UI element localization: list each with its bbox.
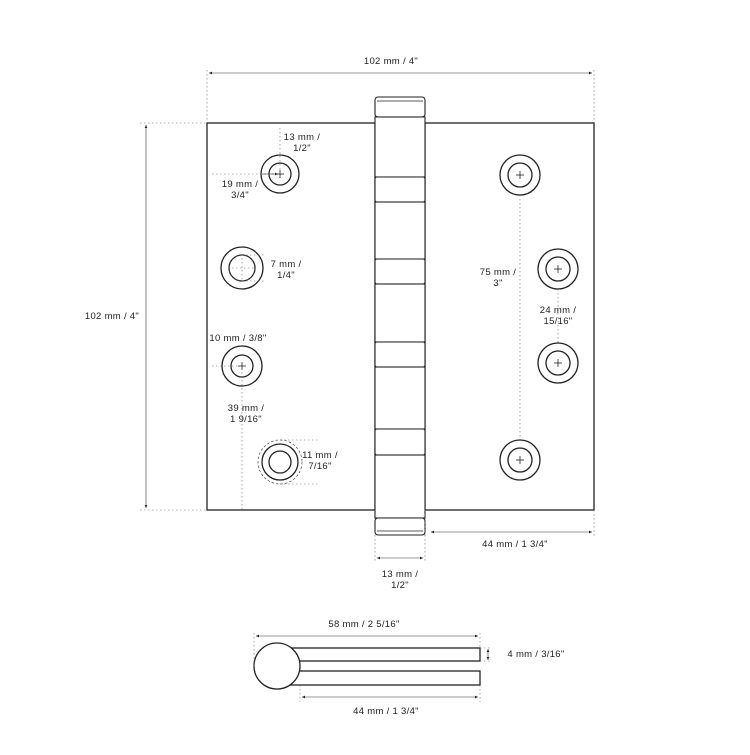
svg-text:1/4": 1/4" [277, 270, 295, 281]
hinge-left-leaf [206, 122, 376, 511]
dimension-side-thickness: 4 mm / 3/16" [480, 647, 564, 662]
hinge-right-leaf [424, 122, 595, 511]
dimension-hole-75mm: 75 mm / 3" [480, 195, 521, 440]
svg-text:1/2": 1/2" [293, 143, 311, 154]
dimension-hole-11mm: 11 mm / 7/16" [280, 439, 338, 485]
svg-text:15/16": 15/16" [544, 316, 573, 327]
svg-text:13 mm /: 13 mm / [382, 569, 418, 580]
overall-height-label: 102 mm / 4" [85, 311, 139, 322]
svg-text:24 mm /: 24 mm / [540, 305, 576, 316]
overall-width-label: 102 mm / 4" [364, 56, 418, 67]
hinge-knuckle-barrel [374, 96, 426, 536]
svg-text:58 mm / 2 5/16": 58 mm / 2 5/16" [328, 619, 399, 630]
svg-text:3": 3" [493, 278, 502, 289]
dimension-side-length: 58 mm / 2 5/16" [253, 619, 481, 666]
dimension-hole-10mm: 10 mm / 3/8" [209, 333, 266, 367]
hinge-side-view [253, 642, 481, 690]
screw-hole-left-4 [257, 439, 303, 485]
dimension-leaf-width: 44 mm / 1 3/4" [424, 510, 595, 550]
dimension-hole-24mm: 24 mm / 15/16" [540, 289, 576, 343]
svg-text:3/4": 3/4" [231, 190, 249, 201]
dimension-hole-7mm: 7 mm / 1/4" [242, 254, 302, 282]
dimension-knuckle-width: 13 mm / 1/2" [374, 535, 426, 591]
svg-text:19 mm /: 19 mm / [222, 179, 258, 190]
svg-text:44 mm / 1 3/4": 44 mm / 1 3/4" [353, 706, 419, 717]
svg-text:1/2": 1/2" [391, 580, 409, 591]
dimension-side-leaf: 44 mm / 1 3/4" [299, 685, 481, 717]
svg-text:75 mm /: 75 mm / [480, 267, 516, 278]
svg-text:44 mm / 1 3/4": 44 mm / 1 3/4" [482, 539, 548, 550]
dimension-hole-39mm: 39 mm / 1 9/16" [228, 368, 264, 510]
svg-text:39 mm /: 39 mm / [228, 403, 264, 414]
dimension-hole-13mm: 13 mm / 1/2" [279, 128, 320, 174]
dimension-overall-width: 102 mm / 4" [206, 56, 595, 123]
svg-text:1 9/16": 1 9/16" [230, 414, 262, 425]
svg-text:4 mm / 3/16": 4 mm / 3/16" [507, 649, 564, 660]
screw-hole-right-3 [537, 342, 579, 384]
svg-text:7 mm /: 7 mm / [271, 259, 302, 270]
svg-text:11 mm /: 11 mm / [302, 450, 338, 461]
svg-text:10 mm / 3/8": 10 mm / 3/8" [209, 333, 266, 344]
svg-text:13 mm /: 13 mm / [284, 132, 320, 143]
dimension-hole-19mm: 19 mm / 3/4" [212, 172, 278, 201]
svg-text:7/16": 7/16" [308, 461, 331, 472]
dimension-overall-height: 102 mm / 4" [85, 122, 207, 511]
